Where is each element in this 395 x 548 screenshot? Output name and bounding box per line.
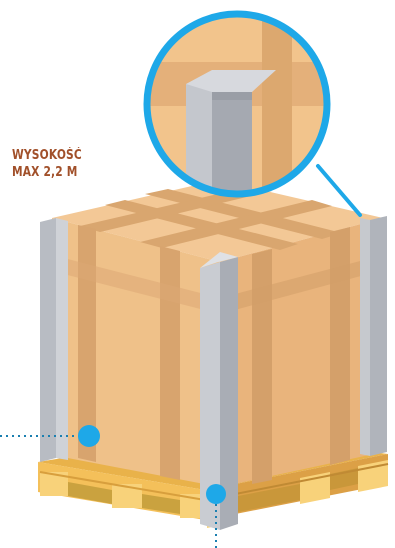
height-limit-label: WYSOKOŚĆ MAX 2,2 M [12, 147, 82, 181]
callout-markers [0, 425, 226, 548]
height-label-line2: MAX 2,2 M [12, 165, 78, 180]
callout-dot-icon [78, 425, 100, 447]
callout-dot-icon [206, 484, 226, 504]
height-label-line1: WYSOKOŚĆ [12, 148, 82, 163]
cardboard-box [52, 180, 383, 487]
zoom-circle-icon [143, 10, 362, 217]
corner-protectors [40, 216, 387, 530]
